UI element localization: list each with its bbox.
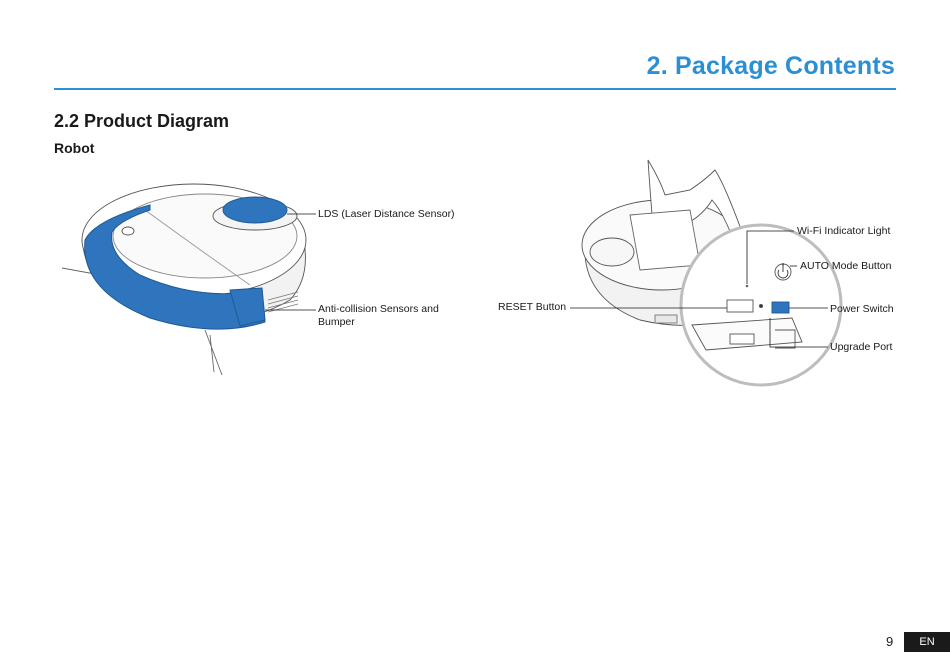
rear-lds <box>590 238 634 266</box>
callout-upgrade-port: Upgrade Port <box>830 341 892 354</box>
power-switch-detail <box>772 302 789 313</box>
callout-power-switch: Power Switch <box>830 303 894 316</box>
top-button <box>122 227 134 235</box>
callout-anti-collision: Anti-collision Sensors and Bumper <box>318 303 458 329</box>
lds-cap <box>223 197 287 223</box>
callout-auto-mode: AUTO Mode Button <box>800 260 891 273</box>
callout-lds: LDS (Laser Distance Sensor) <box>318 208 455 221</box>
language-tab: EN <box>904 632 950 652</box>
callout-reset: RESET Button <box>498 301 566 314</box>
wifi-light-detail <box>746 285 749 288</box>
reset-button-detail <box>727 300 753 312</box>
callout-wifi-light: Wi-Fi Indicator Light <box>797 225 890 238</box>
page-number: 9 <box>886 634 893 649</box>
magnifier-circle <box>681 225 841 385</box>
